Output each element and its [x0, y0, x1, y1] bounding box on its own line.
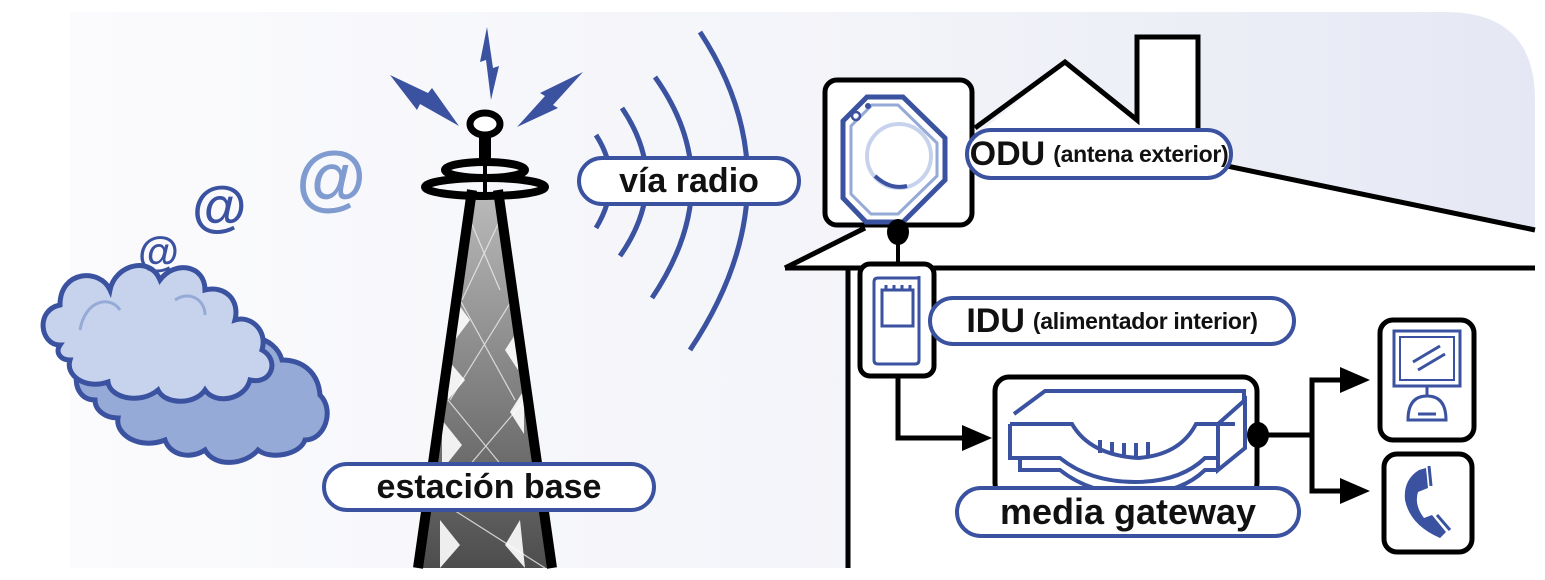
media-gateway-label-text: media gateway [999, 491, 1257, 532]
radio-link-label: vía radio [577, 156, 801, 206]
bolt-icon-left [390, 75, 459, 126]
odu-sublabel-text: (antena exterior) [1053, 140, 1229, 167]
media-gateway-box[interactable] [992, 374, 1260, 500]
gateway-device-icon [1008, 389, 1247, 497]
indoor-unit-icon [872, 276, 921, 366]
odu-label-text: ODU [969, 134, 1046, 173]
radio-link-label-text: vía radio [619, 161, 759, 200]
bolt-icon-right [517, 72, 583, 127]
email-symbol-small: @ [138, 228, 179, 275]
connector-odu-idu [887, 219, 909, 265]
cloud-icon [40, 263, 330, 465]
telephone-box[interactable] [1381, 451, 1475, 555]
odu-label: ODU (antena exterior) [965, 128, 1233, 180]
idu-sublabel-text: (alimentador interior) [1032, 307, 1258, 334]
telephone-icon [1404, 465, 1452, 538]
base-station-label-text: estación base [376, 467, 602, 506]
computer-icon [1392, 329, 1462, 422]
idu-label: IDU (alimentador interior) [928, 296, 1296, 346]
idu-label-text: IDU [966, 301, 1025, 340]
media-gateway-label: media gateway [955, 486, 1301, 538]
email-symbol-large: @ [296, 138, 366, 218]
email-symbol-medium: @ [192, 174, 247, 237]
connector-gateway-devices [1247, 367, 1370, 504]
bolt-icon-up [480, 27, 499, 100]
idu-box[interactable] [857, 261, 937, 379]
signal-bolt-icons [390, 27, 583, 127]
email-symbols: @ @ @ [138, 138, 366, 275]
connector-idu-gateway [895, 376, 992, 451]
odu-box[interactable] [822, 77, 975, 228]
computer-box[interactable] [1377, 317, 1477, 443]
base-station-label: estación base [322, 462, 656, 512]
